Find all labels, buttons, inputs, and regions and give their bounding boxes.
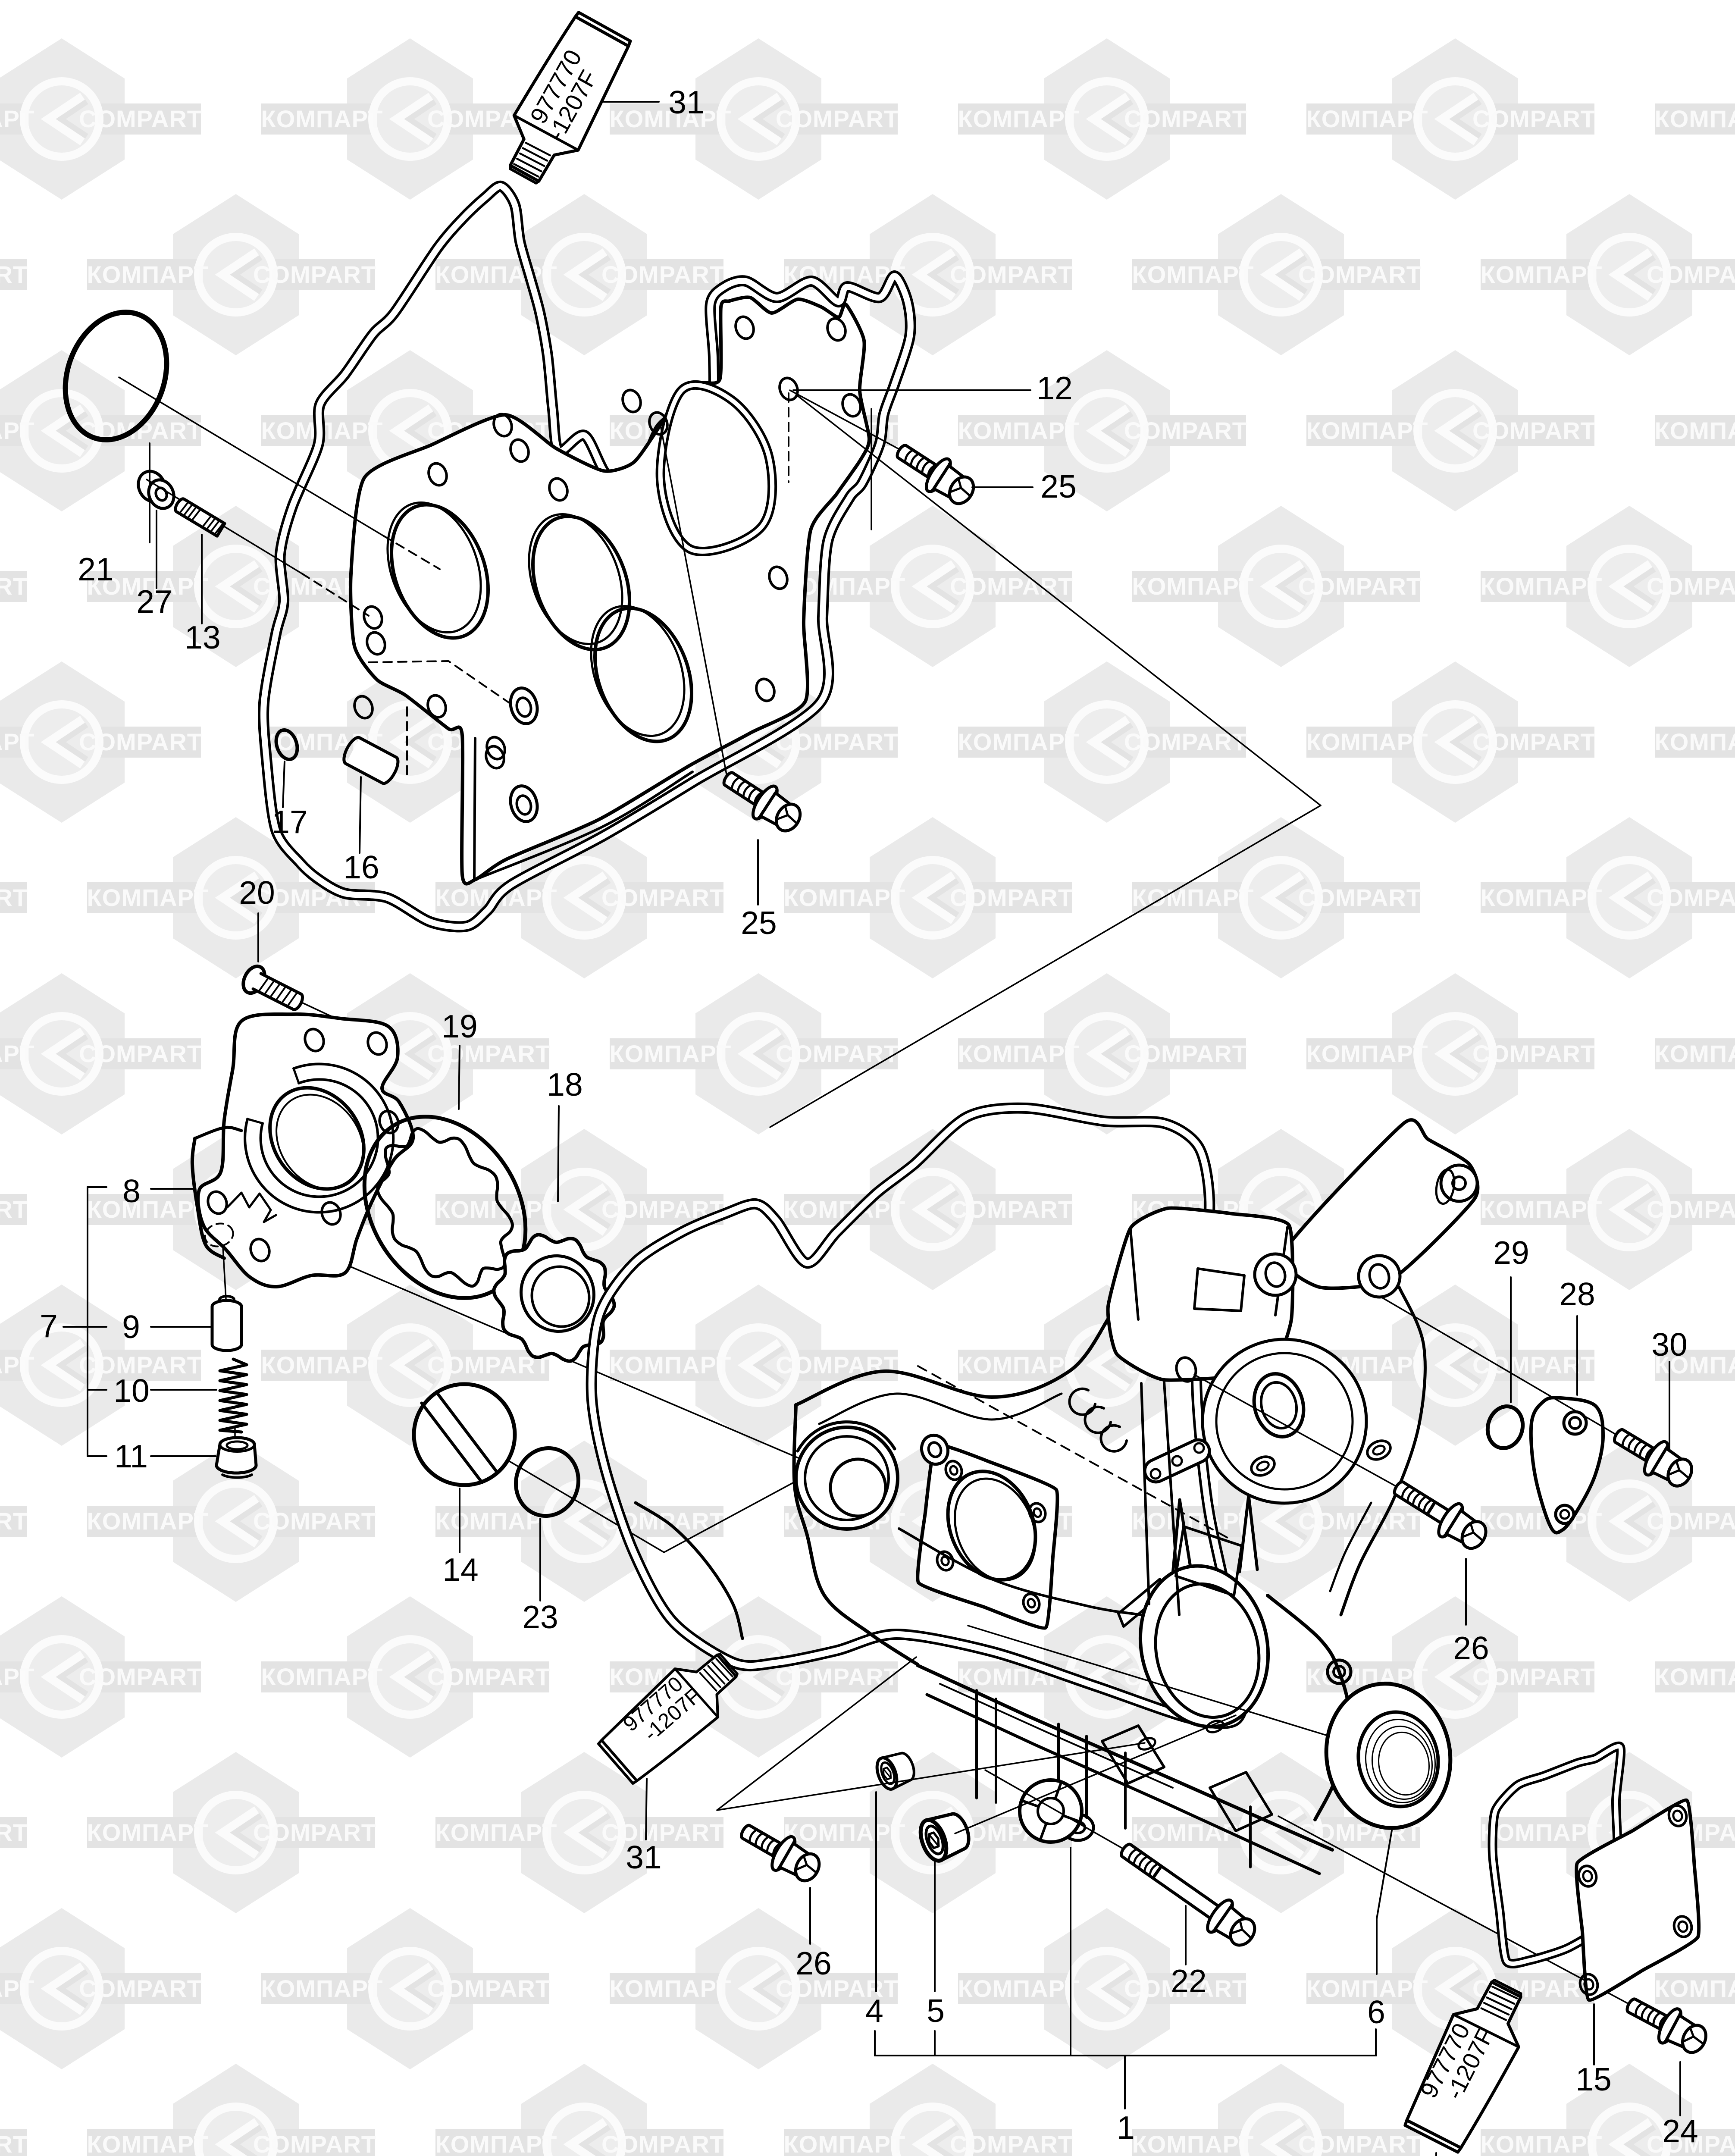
svg-text:16: 16 [343, 849, 379, 885]
svg-text:5: 5 [927, 1993, 945, 2029]
svg-text:9: 9 [122, 1309, 140, 1345]
svg-text:27: 27 [136, 583, 172, 620]
svg-text:13: 13 [185, 619, 220, 655]
svg-text:31: 31 [668, 84, 704, 120]
svg-text:17: 17 [272, 804, 307, 840]
svg-text:23: 23 [522, 1599, 558, 1635]
svg-text:11: 11 [114, 1438, 148, 1474]
svg-text:4: 4 [865, 1993, 883, 2029]
svg-text:15: 15 [1575, 2061, 1611, 2097]
svg-text:14: 14 [442, 1551, 478, 1588]
svg-text:22: 22 [1171, 1963, 1206, 1999]
svg-text:29: 29 [1493, 1235, 1529, 1271]
svg-text:28: 28 [1559, 1276, 1595, 1312]
svg-text:30: 30 [1651, 1326, 1687, 1363]
svg-text:19: 19 [442, 1008, 477, 1044]
svg-text:26: 26 [795, 1945, 831, 1981]
svg-text:21: 21 [78, 551, 113, 587]
svg-text:12: 12 [1037, 370, 1072, 406]
svg-text:26: 26 [1453, 1630, 1489, 1666]
svg-text:10: 10 [113, 1373, 149, 1409]
svg-text:25: 25 [741, 905, 777, 941]
svg-text:24: 24 [1662, 2113, 1698, 2149]
svg-text:31: 31 [626, 1839, 661, 1875]
svg-text:18: 18 [547, 1066, 583, 1103]
svg-text:1: 1 [1117, 2109, 1135, 2146]
svg-text:6: 6 [1367, 1994, 1385, 2030]
svg-text:20: 20 [239, 874, 275, 911]
svg-text:25: 25 [1040, 468, 1076, 505]
svg-text:8: 8 [122, 1173, 141, 1209]
svg-text:7: 7 [40, 1308, 58, 1344]
